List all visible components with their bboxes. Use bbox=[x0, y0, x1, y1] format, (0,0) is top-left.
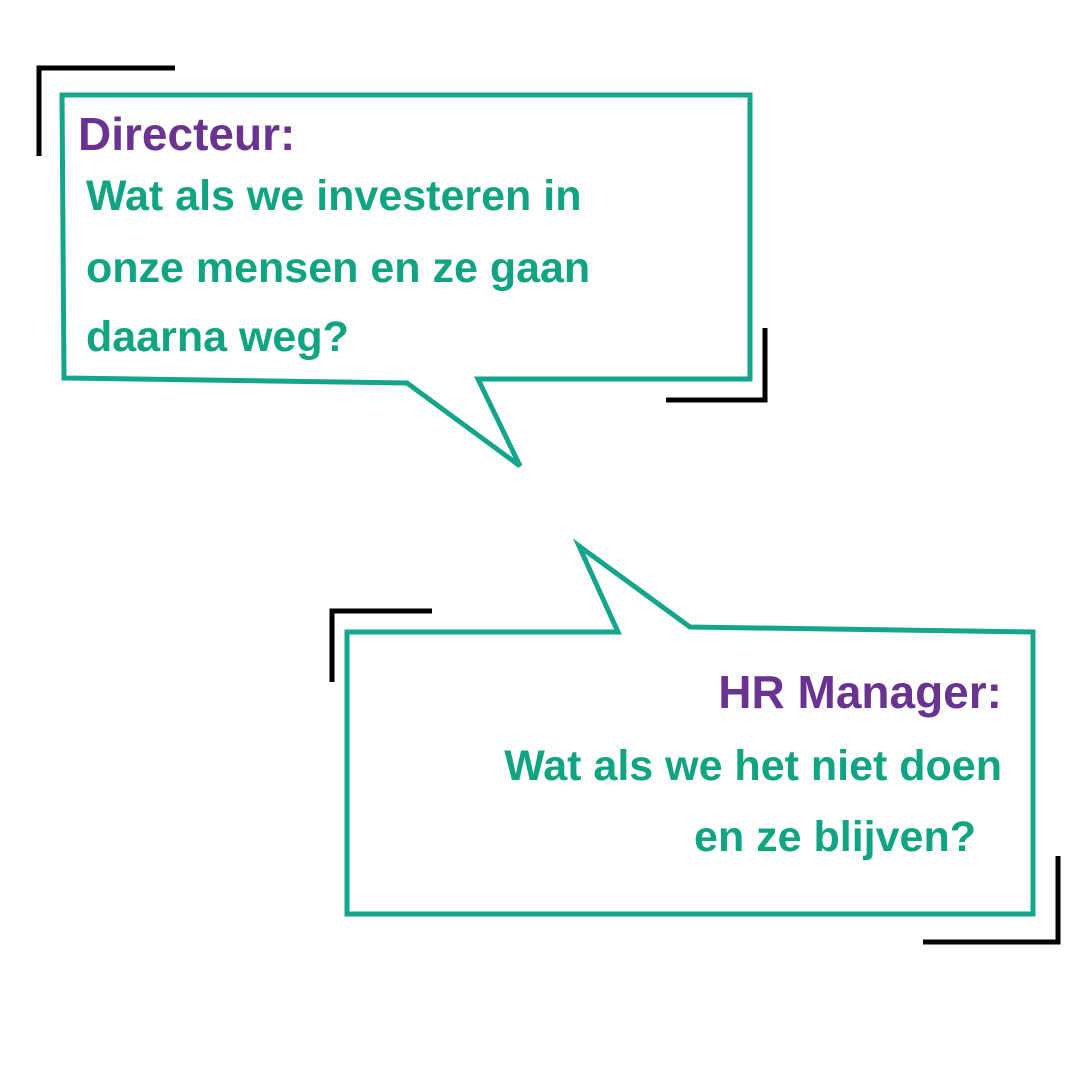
bubble-2-bottom-right-bracket bbox=[923, 856, 1061, 945]
bubble-1-line-1: Wat als we investeren in bbox=[86, 172, 582, 220]
bubble-1-line-3: daarna weg? bbox=[86, 313, 349, 361]
bubble-2-line-2: en ze blijven? bbox=[694, 813, 976, 861]
bubble-1-top-left-bracket bbox=[36, 65, 175, 156]
bubble-1-outline bbox=[59, 92, 753, 469]
bubble-1-line-2: onze mensen en ze gaan bbox=[86, 244, 591, 292]
bubble-2-top-left-bracket bbox=[329, 608, 432, 682]
bubble-1-bottom-right-bracket bbox=[666, 328, 768, 403]
bubble-2-outline bbox=[344, 538, 1036, 917]
bubble-2-line-1: Wat als we het niet doen bbox=[504, 742, 1002, 790]
bubble-2-speaker: HR Manager: bbox=[718, 666, 1002, 718]
bubble-1-speaker: Directeur: bbox=[78, 108, 296, 160]
